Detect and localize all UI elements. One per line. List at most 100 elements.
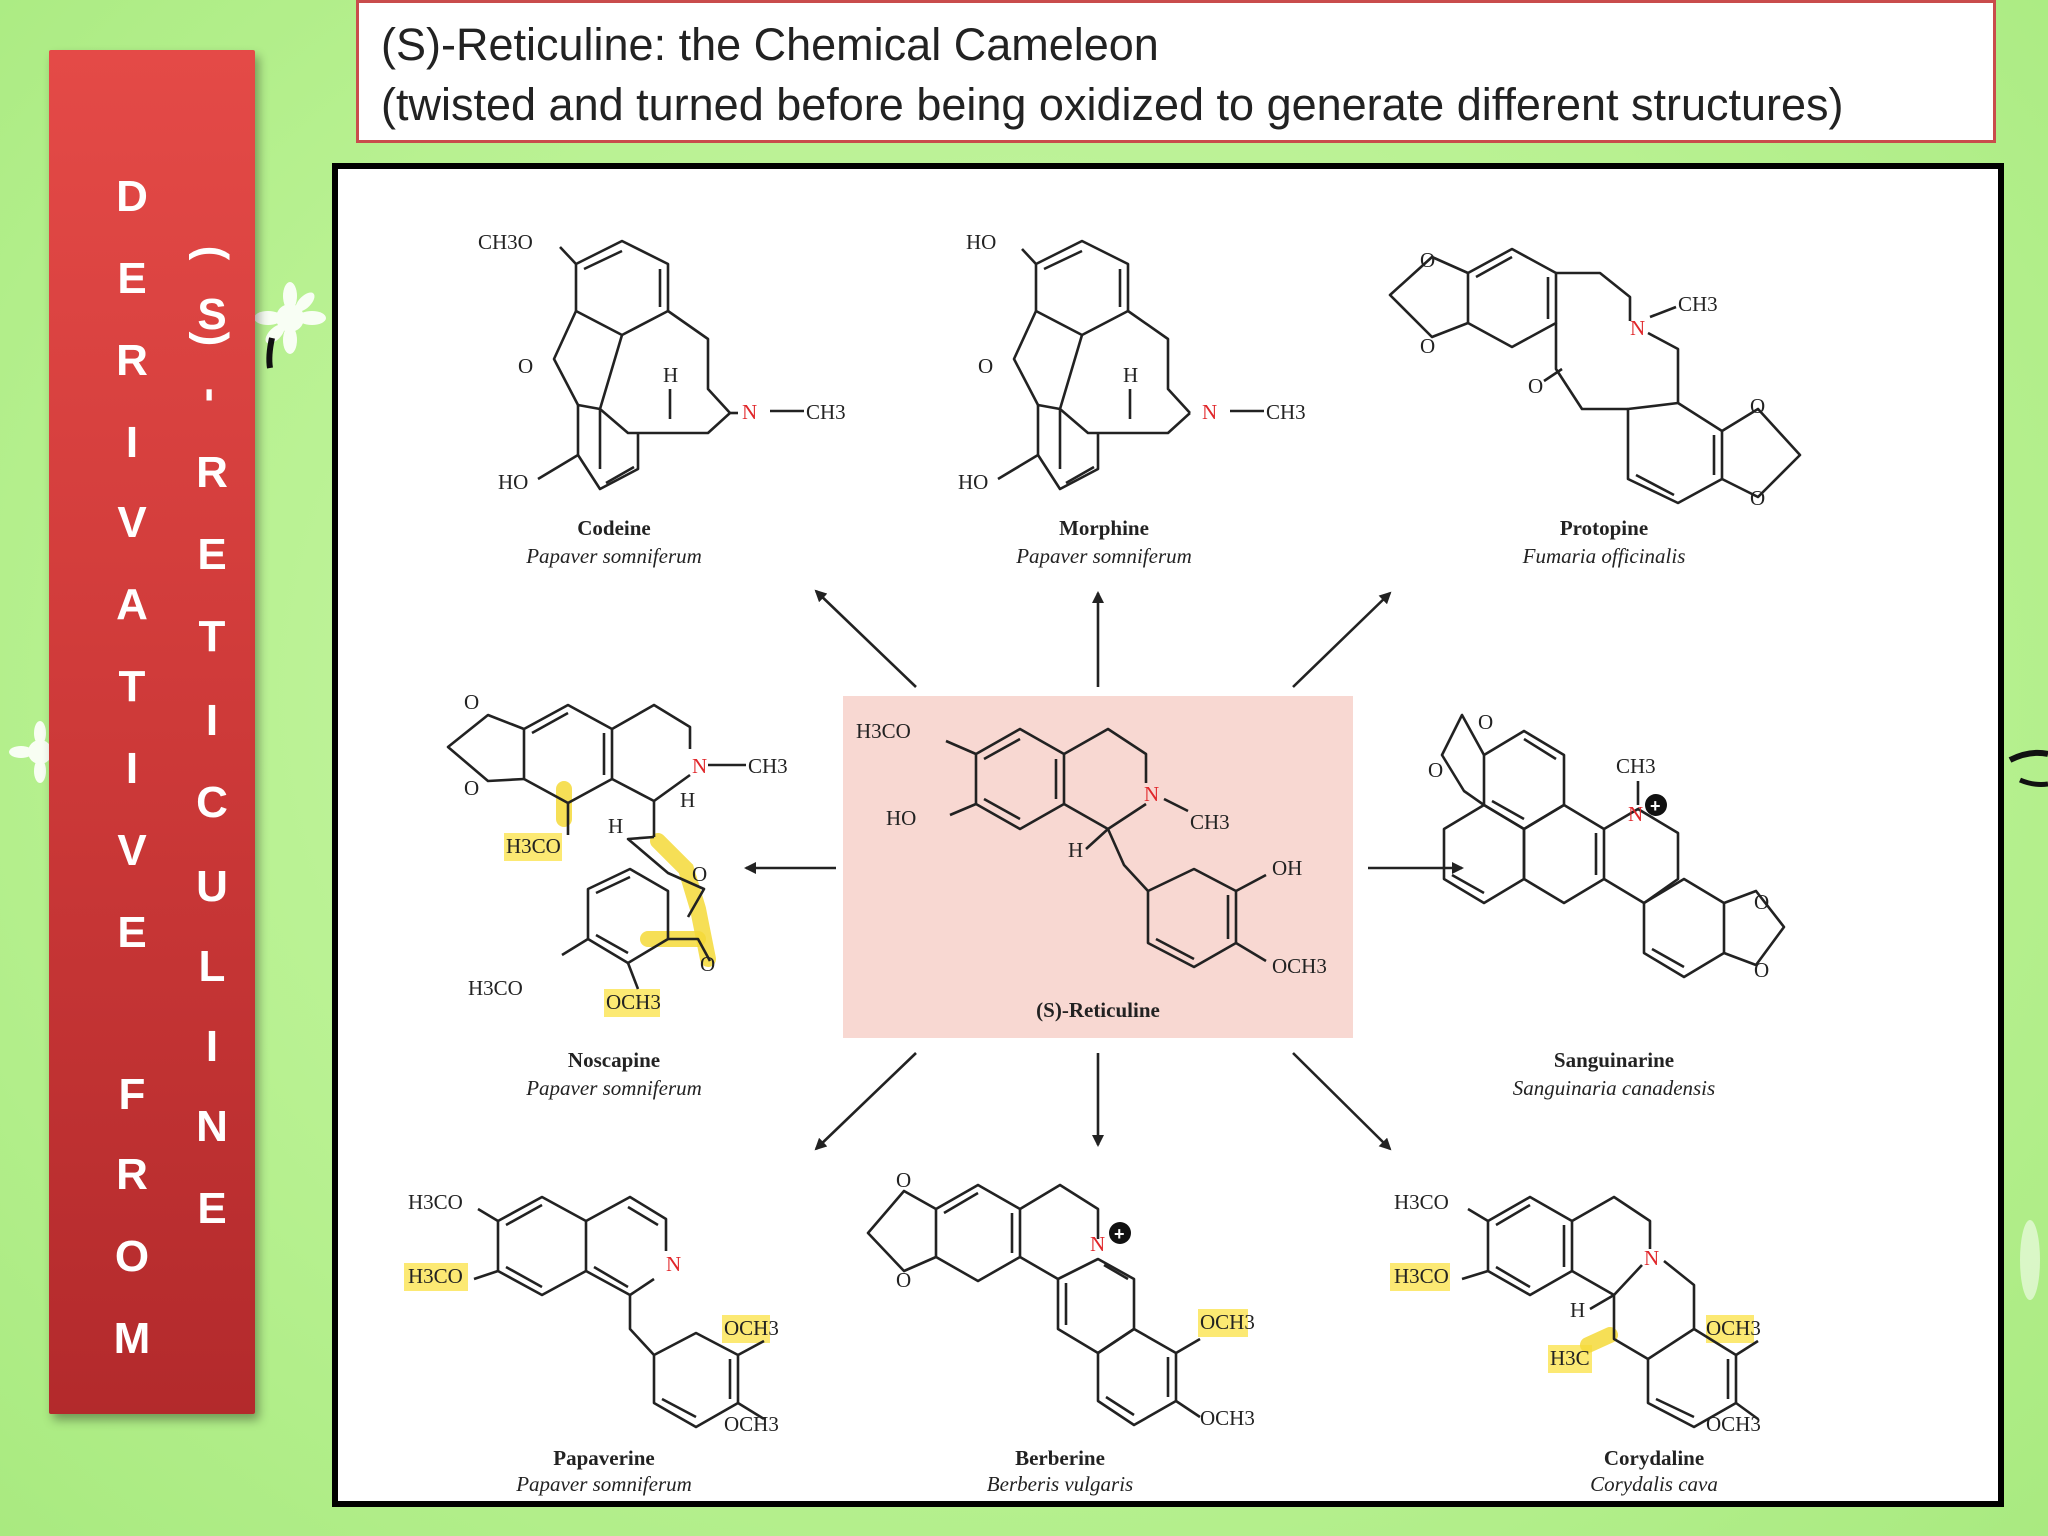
sanguinarine-o4: O bbox=[1754, 958, 1769, 982]
noscapine-h3co: H3CO bbox=[506, 834, 561, 858]
sanguinarine-n: N bbox=[1628, 802, 1643, 826]
papaverine-structure: H3CO H3CO N OCH3 OCH3 Papaverine Papaver… bbox=[404, 1190, 779, 1496]
banner-letter: T bbox=[118, 662, 146, 711]
protopine-o-keto: O bbox=[1528, 374, 1543, 398]
corydaline-h3co-2: H3CO bbox=[1394, 1264, 1449, 1288]
papaverine-source: Papaver somniferum bbox=[515, 1472, 692, 1496]
protopine-source: Fumaria officinalis bbox=[1522, 544, 1686, 568]
corydaline-och3-1: OCH3 bbox=[1706, 1316, 1761, 1340]
berberine-source: Berberis vulgaris bbox=[987, 1472, 1133, 1496]
protopine-structure: O O N CH3 O O O Protopine Fumaria offici… bbox=[1388, 247, 1802, 568]
protopine-ch3: CH3 bbox=[1678, 292, 1718, 316]
banner-letter: V bbox=[117, 826, 147, 875]
banner-letter: S bbox=[197, 290, 227, 339]
protopine-o2: O bbox=[1420, 334, 1435, 358]
corydaline-och3-2: OCH3 bbox=[1706, 1412, 1761, 1436]
codeine-n: N bbox=[742, 400, 757, 424]
noscapine-structure: O O N CH3 H H H3CO O O H3CO OCH3 Noscapi… bbox=[446, 690, 788, 1100]
banner-letter: I bbox=[205, 1022, 219, 1071]
berberine-structure: + O O N OCH3 OCH3 Berberine Berberis vul… bbox=[866, 1168, 1255, 1496]
morphine-o: O bbox=[978, 354, 993, 378]
morphine-structure: HO O H N CH3 HO Morphine Papaver somnife… bbox=[958, 230, 1306, 568]
banner-letter: R bbox=[116, 336, 148, 385]
corydaline-structure: H3CO H3CO N H H3C OCH3 OCH3 Corydaline C… bbox=[1390, 1190, 1761, 1496]
codeine-h: H bbox=[663, 363, 678, 387]
berberine-n: N bbox=[1090, 1232, 1105, 1256]
morphine-h: H bbox=[1123, 363, 1138, 387]
banner-letter: C bbox=[196, 778, 228, 827]
noscapine-ch3: CH3 bbox=[748, 754, 788, 778]
banner-letter: N bbox=[196, 1102, 228, 1151]
banner-letter: T bbox=[198, 612, 226, 661]
noscapine-och3: OCH3 bbox=[606, 990, 661, 1014]
noscapine-o1: O bbox=[464, 690, 479, 714]
banner-letter: A bbox=[116, 580, 148, 629]
protopine-o1: O bbox=[1420, 248, 1435, 272]
codeine-source: Papaver somniferum bbox=[525, 544, 702, 568]
noscapine-o-keto: O bbox=[700, 952, 715, 976]
noscapine-o2: O bbox=[464, 776, 479, 800]
diagram-canvas: H3CO HO N CH3 H OH OCH3 (S)-Reticuline C… bbox=[404, 230, 1802, 1496]
reticuline-oh: OH bbox=[1272, 856, 1302, 880]
reaction-arrows bbox=[744, 589, 1464, 1151]
banner-letter: L bbox=[198, 942, 226, 991]
title-line-2: (twisted and turned before being oxidize… bbox=[381, 79, 1844, 130]
morphine-ho-top: HO bbox=[966, 230, 996, 254]
papaverine-name: Papaverine bbox=[553, 1446, 654, 1470]
corydaline-name: Corydaline bbox=[1604, 1446, 1704, 1470]
morphine-source: Papaver somniferum bbox=[1015, 544, 1192, 568]
sanguinarine-ch3: CH3 bbox=[1616, 754, 1656, 778]
codeine-ho: HO bbox=[498, 470, 528, 494]
papaverine-h3co-1: H3CO bbox=[408, 1190, 463, 1214]
papaverine-h3co-2: H3CO bbox=[408, 1264, 463, 1288]
reticuline-name: (S)-Reticuline bbox=[1036, 998, 1160, 1022]
center-box bbox=[843, 696, 1353, 1038]
corydaline-n: N bbox=[1644, 1246, 1659, 1270]
banner-letter: I bbox=[125, 744, 139, 793]
noscapine-o-ring: O bbox=[692, 862, 707, 886]
protopine-name: Protopine bbox=[1560, 516, 1648, 540]
sanguinarine-plus: + bbox=[1650, 796, 1661, 816]
codeine-structure: CH3O O H N CH3 HO Codeine Papaver somnif… bbox=[478, 230, 846, 568]
noscapine-source: Papaver somniferum bbox=[525, 1076, 702, 1100]
banner-letter: F bbox=[118, 1070, 146, 1119]
corydaline-h: H bbox=[1570, 1298, 1585, 1322]
reticuline-ch3: CH3 bbox=[1190, 810, 1230, 834]
sanguinarine-o3: O bbox=[1754, 890, 1769, 914]
morphine-n: N bbox=[1202, 400, 1217, 424]
berberine-name: Berberine bbox=[1015, 1446, 1105, 1470]
noscapine-n: N bbox=[692, 754, 707, 778]
reaction-diagram: H3CO HO N CH3 H OH OCH3 (S)-Reticuline C… bbox=[332, 163, 2004, 1507]
codeine-ch3o: CH3O bbox=[478, 230, 533, 254]
reticuline-structure: H3CO HO N CH3 H OH OCH3 (S)-Reticuline bbox=[856, 719, 1327, 1022]
protopine-o3: O bbox=[1750, 394, 1765, 418]
banner-letter: U bbox=[196, 862, 228, 911]
noscapine-h2: H bbox=[608, 814, 623, 838]
morphine-ho: HO bbox=[958, 470, 988, 494]
banner-letter: ) bbox=[188, 331, 237, 347]
title-line-1: (S)-Reticuline: the Chemical Cameleon bbox=[381, 19, 1159, 70]
banner-letter: V bbox=[117, 498, 147, 547]
berberine-och3-2: OCH3 bbox=[1200, 1406, 1255, 1430]
sanguinarine-o1: O bbox=[1478, 710, 1493, 734]
berberine-plus: + bbox=[1114, 1224, 1125, 1244]
arrow-to-protopine bbox=[1292, 591, 1392, 688]
banner-letter: I bbox=[205, 696, 219, 745]
berberine-o1: O bbox=[896, 1168, 911, 1192]
banner-letter: M bbox=[113, 1314, 151, 1363]
banner-letter: D bbox=[116, 172, 148, 221]
papaverine-och3-2: OCH3 bbox=[724, 1412, 779, 1436]
corydaline-h3co-1: H3CO bbox=[1394, 1190, 1449, 1214]
codeine-o: O bbox=[518, 354, 533, 378]
noscapine-h1: H bbox=[680, 788, 695, 812]
papaverine-n: N bbox=[666, 1252, 681, 1276]
banner-letter: - bbox=[188, 387, 237, 403]
sanguinarine-name: Sanguinarine bbox=[1554, 1048, 1674, 1072]
morphine-name: Morphine bbox=[1059, 516, 1149, 540]
reticuline-n: N bbox=[1144, 782, 1159, 806]
arrow-to-corydaline bbox=[1292, 1052, 1392, 1151]
noscapine-h3co-2: H3CO bbox=[468, 976, 523, 1000]
reticuline-ho: HO bbox=[886, 806, 916, 830]
title-box: (S)-Reticuline: the Chemical Cameleon (t… bbox=[356, 0, 1996, 143]
sanguinarine-source: Sanguinaria canadensis bbox=[1513, 1076, 1715, 1100]
